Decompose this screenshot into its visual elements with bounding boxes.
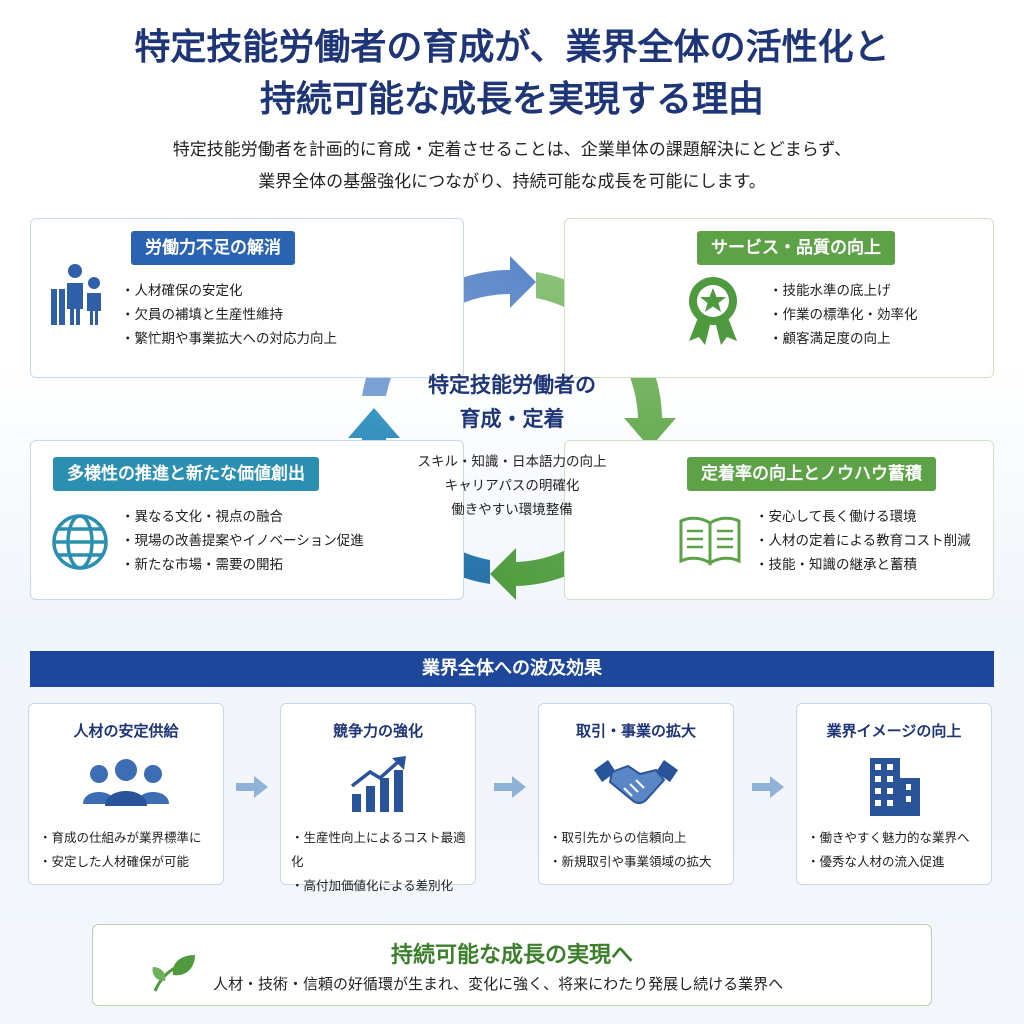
list-item: 新たな市場・需要の開拓 bbox=[121, 553, 364, 577]
effect-title: 人材の安定供給 bbox=[73, 722, 179, 740]
book-icon bbox=[679, 516, 741, 566]
center-list: スキル・知識・日本語力の向上 キャリアパスの明確化 働きやすい環境整備 bbox=[372, 450, 652, 522]
effect-title: 取引・事業の拡大 bbox=[575, 722, 696, 740]
sustainable-growth-banner: 持続可能な成長の実現へ 人材・技術・信頼の好循環が生まれ、変化に強く、将来にわた… bbox=[92, 924, 932, 1006]
subtitle-line-1: 特定技能労働者を計画的に育成・定着させることは、企業単体の課題解決にとどまらず、 bbox=[172, 140, 852, 160]
globe-icon bbox=[52, 514, 108, 570]
effect-list: 働きやすく魅力的な業界へ 優秀な人材の流入促進 bbox=[807, 826, 970, 874]
center-title-line-2: 育成・定着 bbox=[459, 407, 565, 431]
list-item: 人材の定着による教育コスト削減 bbox=[755, 529, 971, 553]
list-item: 働きやすく魅力的な業界へ bbox=[807, 826, 970, 850]
list-item: 技能・知識の継承と蓄積 bbox=[755, 553, 971, 577]
center-item: キャリアパスの明確化 bbox=[444, 478, 580, 494]
effect-list: 取引先からの信頼向上 新規取引や事業領域の拡大 bbox=[549, 826, 712, 874]
title-line-1: 特定技能労働者の育成が、業界全体の活性化と bbox=[134, 27, 890, 68]
list-item: 優秀な人材の流入促進 bbox=[807, 850, 970, 874]
title-line-2: 持続可能な成長を実現する理由 bbox=[259, 79, 764, 120]
effect-title: 競争力の強化 bbox=[332, 722, 423, 740]
page-subtitle: 特定技能労働者を計画的に育成・定着させることは、企業単体の課題解決にとどまらず、… bbox=[0, 134, 1024, 198]
list-item: 安心して長く働ける環境 bbox=[755, 505, 971, 529]
card-diversity: 多様性の推進と新たな価値創出 異なる文化・視点の融合 現場の改善提案やイノベーシ… bbox=[30, 440, 464, 600]
effect-list: 生産性向上によるコスト最適化 高付加価値化による差別化 bbox=[291, 826, 475, 898]
cycle-arrow-green-bottom bbox=[490, 444, 662, 600]
center-title-line-1: 特定技能労働者の bbox=[428, 373, 596, 397]
list-item: 現場の改善提案やイノベーション促進 bbox=[121, 529, 364, 553]
card-labor-title: 労働力不足の解消 bbox=[131, 231, 295, 265]
leaf-icon bbox=[152, 955, 195, 992]
center-item: スキル・知識・日本語力の向上 bbox=[417, 454, 607, 470]
center-item: 働きやすい環境整備 bbox=[451, 502, 573, 518]
list-item: 高付加価値化による差別化 bbox=[291, 874, 475, 898]
effect-stable-supply: 人材の安定供給 育成の仕組みが業界標準に 安定した人材確保が可能 bbox=[28, 703, 224, 885]
card-diversity-list: 異なる文化・視点の融合 現場の改善提案やイノベーション促進 新たな市場・需要の開… bbox=[121, 505, 364, 577]
effect-competitiveness: 競争力の強化 生産性向上によるコスト最適化 高付加価値化による差別化 bbox=[280, 703, 476, 893]
group-icon bbox=[83, 759, 169, 806]
list-item: 安定した人材確保が可能 bbox=[39, 850, 202, 874]
card-labor-shortage: 労働力不足の解消 人材確保の安定化 欠員の補填と生産性維持 繁忙期や事業拡大への… bbox=[30, 218, 464, 378]
effect-list: 育成の仕組みが業界標準に 安定した人材確保が可能 bbox=[39, 826, 202, 874]
arrow-right-icon bbox=[752, 776, 784, 798]
arrow-right-icon bbox=[236, 776, 268, 798]
building-icon bbox=[870, 758, 920, 816]
award-icon bbox=[689, 277, 737, 345]
list-item: 繁忙期や事業拡大への対応力向上 bbox=[121, 327, 338, 351]
cycle-arrow-blue bbox=[362, 256, 536, 396]
list-item: 異なる文化・視点の融合 bbox=[121, 505, 364, 529]
card-diversity-title: 多様性の推進と新たな価値創出 bbox=[53, 457, 319, 491]
sustain-title: 持続可能な成長の実現へ bbox=[390, 943, 633, 968]
card-service-quality: サービス・品質の向上 技能水準の底上げ 作業の標準化・効率化 顧客満足度の向上 bbox=[564, 218, 994, 378]
effect-business-expansion: 取引・事業の拡大 取引先からの信頼向上 新規取引や事業領域の拡大 bbox=[538, 703, 734, 885]
list-item: 新規取引や事業領域の拡大 bbox=[549, 850, 712, 874]
subtitle-line-2: 業界全体の基盤強化につながり、持続可能な成長を可能にします。 bbox=[258, 172, 766, 192]
card-labor-list: 人材確保の安定化 欠員の補填と生産性維持 繁忙期や事業拡大への対応力向上 bbox=[121, 279, 338, 351]
effect-industry-image: 業界イメージの向上 働きやすく魅力的な業界へ 優秀な人材の流入促進 bbox=[796, 703, 992, 885]
cycle-center: 特定技能労働者の 育成・定着 スキル・知識・日本語力の向上 キャリアパスの明確化… bbox=[372, 368, 652, 522]
list-item: 作業の標準化・効率化 bbox=[769, 303, 918, 327]
people-icon bbox=[51, 264, 101, 325]
list-item: 育成の仕組みが業界標準に bbox=[39, 826, 202, 850]
effects-heading: 業界全体への波及効果 bbox=[30, 651, 994, 687]
list-item: 技能水準の底上げ bbox=[769, 279, 918, 303]
growth-chart-icon bbox=[350, 756, 406, 812]
card-retention-title: 定着率の向上とノウハウ蓄積 bbox=[687, 457, 936, 491]
sustain-text: 人材・技術・信頼の好循環が生まれ、変化に強く、将来にわたり発展し続ける業界へ bbox=[213, 975, 784, 993]
card-quality-list: 技能水準の底上げ 作業の標準化・効率化 顧客満足度の向上 bbox=[769, 279, 918, 351]
card-retention: 定着率の向上とノウハウ蓄積 安心して長く働ける環境 人材の定着による教育コスト削… bbox=[564, 440, 994, 600]
list-item: 取引先からの信頼向上 bbox=[549, 826, 712, 850]
card-retention-list: 安心して長く働ける環境 人材の定着による教育コスト削減 技能・知識の継承と蓄積 bbox=[755, 505, 971, 577]
cycle-arrow-green-top bbox=[536, 272, 676, 448]
list-item: 生産性向上によるコスト最適化 bbox=[291, 826, 475, 874]
list-item: 人材確保の安定化 bbox=[121, 279, 337, 303]
center-title: 特定技能労働者の 育成・定着 bbox=[372, 368, 652, 436]
page-title: 特定技能労働者の育成が、業界全体の活性化と 持続可能な成長を実現する理由 bbox=[0, 22, 1024, 126]
effect-title: 業界イメージの向上 bbox=[826, 722, 962, 740]
arrow-right-icon bbox=[494, 776, 526, 798]
list-item: 顧客満足度の向上 bbox=[769, 327, 918, 351]
list-item: 欠員の補填と生産性維持 bbox=[121, 303, 337, 327]
card-quality-title: サービス・品質の向上 bbox=[697, 231, 895, 265]
handshake-icon bbox=[594, 760, 678, 804]
